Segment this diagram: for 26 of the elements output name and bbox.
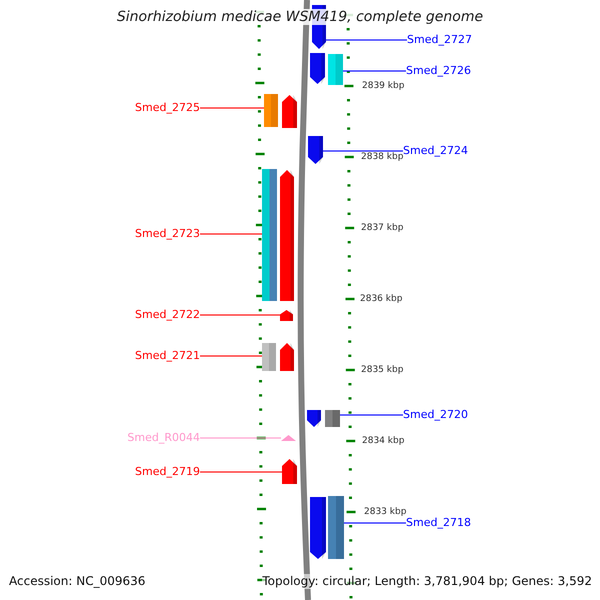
scale-label: 2838 kbp [361, 151, 404, 163]
leader-line [340, 414, 404, 416]
leader-line [342, 70, 406, 72]
gene-label: Smed_2722 [128, 308, 200, 322]
footer-text: Accession: NC_009636 [9, 574, 146, 589]
gene-label: Smed_2718 [406, 516, 472, 530]
gene-label: Smed_2723 [128, 227, 200, 241]
gene-label: Smed_R0044 [118, 431, 200, 445]
leader-line [200, 314, 280, 316]
gene-label: Smed_2727 [407, 33, 473, 47]
gene-label: Smed_2724 [403, 144, 469, 158]
gene-label: Smed_2721 [128, 349, 200, 363]
map-title: Sinorhizobium medicae WSM419, complete genome [114, 9, 486, 25]
scale-label: 2833 kbp [364, 506, 406, 518]
gene-label: Smed_2719 [128, 465, 200, 479]
scale-label: 2835 kbp [361, 364, 404, 376]
footer-text: Topology: circular; Length: 3,781,904 bp; Genes: 3,592 [262, 574, 592, 589]
leader-line [344, 522, 406, 524]
scale-label: 2839 kbp [362, 80, 404, 92]
scale-label: 2834 kbp [362, 435, 404, 447]
gene-label: Smed_2720 [403, 408, 469, 422]
leader-line [322, 150, 404, 152]
scale-label: 2836 kbp [360, 293, 402, 305]
gene-label: Smed_2725 [128, 101, 200, 115]
scale-label: 2837 kbp [361, 222, 404, 234]
gene-label: Smed_2726 [406, 64, 472, 78]
